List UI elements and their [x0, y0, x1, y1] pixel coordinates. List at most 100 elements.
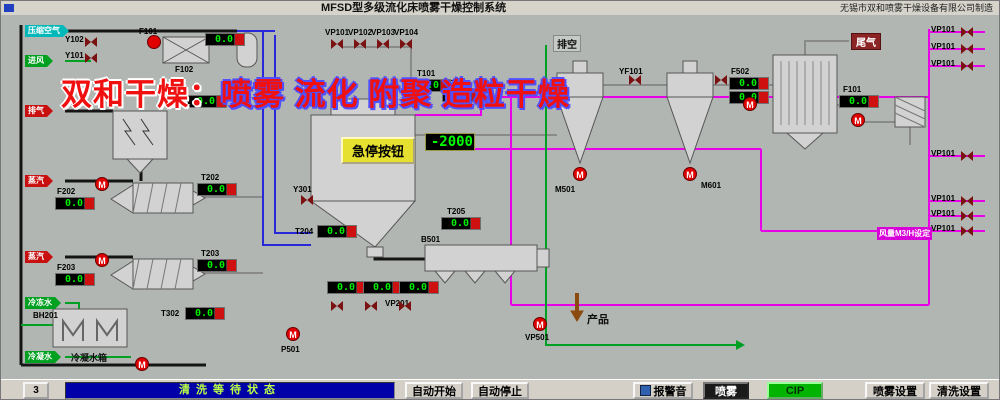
diagram-graphics [19, 25, 985, 367]
display-value: 0.0 [451, 90, 470, 101]
pipes-green [21, 45, 736, 358]
valve-icon-12[interactable] [961, 27, 973, 37]
valve-icon-7[interactable] [629, 75, 641, 85]
display-value: 0.0 [738, 78, 757, 89]
button-label: 喷雾 [715, 385, 737, 398]
valve-icon-5[interactable] [400, 39, 412, 49]
bag-filter [772, 54, 838, 150]
equipment-tag-T202-11: T202 [201, 173, 220, 182]
value-display-F502-1: 0.0 [729, 77, 769, 90]
pump-icon-4[interactable]: M [573, 167, 587, 181]
display-value: 0.0 [194, 308, 213, 319]
pump-icon-1[interactable]: M [95, 177, 109, 191]
equipment-tag-F101-2: F101 [139, 27, 158, 36]
vent-label: 排空 [553, 35, 581, 52]
valve-icon-1[interactable] [85, 53, 97, 63]
emergency-stop-button[interactable]: 急停按钮 [341, 137, 416, 164]
valve-icon-13[interactable] [961, 44, 973, 54]
pump-icon-0[interactable] [147, 35, 161, 49]
condensate-tank-label: 冷凝水箱 [71, 353, 108, 363]
valve-icon-2[interactable] [331, 39, 343, 49]
button-label: 清洗设置 [937, 385, 981, 398]
equipment-tag-Y301-17: Y301 [293, 185, 312, 194]
button-label: 报警音 [653, 385, 687, 398]
equipment-tag-M501-22: M501 [555, 185, 576, 194]
equipment-tag-F101-27: F101 [843, 85, 862, 94]
display-unit-badge [214, 308, 224, 319]
airflow-setpoint-label: 风量M3/H设定 [877, 227, 933, 240]
valve-icon-16[interactable] [961, 196, 973, 206]
valve-icon-14[interactable] [961, 61, 973, 71]
equipment-tag-VP501-21: VP501 [525, 333, 550, 342]
pump-icon-6[interactable]: M [743, 97, 757, 111]
value-display-T202: 0.0 [197, 183, 237, 196]
equipment-tag-T201-9: T201 [165, 85, 184, 94]
equipment-tag-P501-20: P501 [281, 345, 300, 354]
cyclone-1 [556, 60, 604, 165]
alarm-sound-button[interactable]: 报警音 [633, 382, 693, 399]
display-unit-badge [356, 282, 366, 293]
cip-button[interactable]: CIP [767, 382, 823, 399]
auto-stop-button[interactable]: 自动停止 [471, 382, 529, 399]
value-display-F202: 0.0 [55, 197, 95, 210]
display-value: 0.0 [206, 184, 225, 195]
spray-settings-button[interactable]: 喷雾设置 [865, 382, 925, 399]
display-value: 0.0 [336, 282, 355, 293]
value-display-T401: 0.0 [442, 89, 482, 102]
display-unit-badge [758, 92, 768, 103]
page-selector-button[interactable]: 3 [23, 382, 49, 399]
valve-icon-15[interactable] [961, 151, 973, 161]
flow-direction-icon [55, 351, 61, 363]
equipment-tag-Y102-0: Y102 [65, 35, 84, 44]
value-display-F101-R: 0.0 [839, 95, 879, 108]
button-label: 自动停止 [478, 385, 522, 398]
auto-start-button[interactable]: 自动开始 [405, 382, 463, 399]
valve-icon-11[interactable] [399, 301, 411, 311]
status-bar: 清洗等待状态 [65, 382, 395, 399]
valve-icon-4[interactable] [377, 39, 389, 49]
valve-icon-3[interactable] [354, 39, 366, 49]
spray-button[interactable]: 喷雾 [703, 382, 749, 399]
equipment-tag-VP101-33: VP101 [931, 194, 956, 203]
pump-icon-5[interactable]: M [683, 167, 697, 181]
valve-icon-17[interactable] [961, 211, 973, 221]
display-value: 0.0 [848, 96, 867, 107]
equipment-tag-F202-13: F202 [57, 187, 76, 196]
pump-icon-3[interactable]: M [286, 327, 300, 341]
flow-arrow-2: 排气 [25, 105, 53, 117]
flow-arrow-4: 蒸汽 [25, 251, 53, 263]
display-value: 0.0 [326, 226, 345, 237]
equipment-tag-VP101-35: VP101 [931, 224, 956, 233]
valve-icon-18[interactable] [961, 226, 973, 236]
display-value: 0.0 [64, 198, 83, 209]
value-display-VP201-1: 0.0 [327, 281, 367, 294]
cyclone-2 [666, 60, 714, 165]
valve-icon-10[interactable] [365, 301, 377, 311]
valve-icon-0[interactable] [85, 37, 97, 47]
display-unit-badge [216, 96, 226, 107]
pipes-blue [237, 30, 311, 246]
display-unit-badge [84, 274, 94, 285]
display-unit-badge [234, 34, 244, 45]
flow-arrow-6: 冷凝水 [25, 351, 61, 363]
value-display-T302: 0.0 [185, 307, 225, 320]
value-display-VP201-3: 0.0 [399, 281, 439, 294]
display-unit-badge [471, 90, 481, 101]
clean-settings-button[interactable]: 清洗设置 [929, 382, 989, 399]
valve-icon-6[interactable] [301, 195, 313, 205]
display-unit-badge [440, 80, 450, 91]
pump-icon-9[interactable]: M [533, 317, 547, 331]
equipment-tag-F502-26: F502 [731, 67, 750, 76]
equipment-tag-M601-23: M601 [701, 181, 722, 190]
pump-icon-2[interactable]: M [95, 253, 109, 267]
pump-icon-7[interactable]: M [851, 113, 865, 127]
exhaust-label: 尾气 [851, 33, 881, 50]
pump-icon-8[interactable]: M [135, 357, 149, 371]
value-display-T501: -2000 [425, 133, 475, 151]
valve-icon-9[interactable] [331, 301, 343, 311]
valve-icon-8[interactable] [715, 75, 727, 85]
title-bar: MFSD型多级流化床喷雾干燥控制系统 无锡市双和喷雾干燥设备有限公司制造 [1, 1, 999, 16]
display-unit-badge [226, 184, 236, 195]
